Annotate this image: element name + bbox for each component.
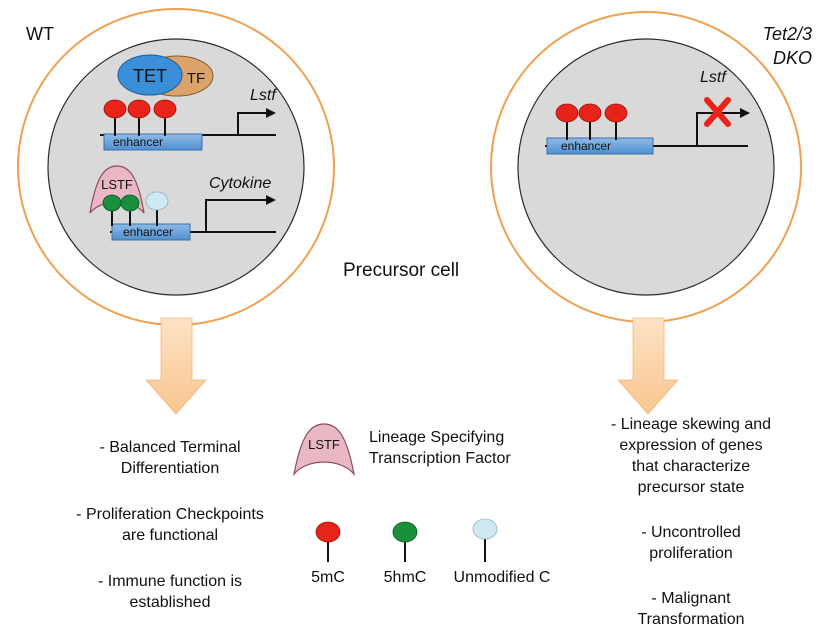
wt-outcome-3: - Immune function is established (97, 573, 243, 611)
dko-label-line2: DKO (773, 48, 812, 68)
lstf-factor-label: LSTF (101, 177, 133, 192)
precursor-cell-label: Precursor cell (343, 260, 459, 281)
wt-outcome-1: - Balanced Terminal Differentiation (99, 439, 241, 477)
wt-lstf-5mc-2 (127, 99, 151, 119)
wt-lstf-5mc-1 (103, 99, 127, 119)
dko-outcome-2: - Uncontrolled proliferation (641, 524, 741, 562)
wt-outcome-2: - Proliferation Checkpoints are function… (76, 506, 264, 544)
legend-5mc-label: 5mC (311, 569, 345, 586)
wt-cytokine-unmodified-c (145, 191, 169, 211)
legend-lstf-line2: Transcription Factor (369, 450, 511, 467)
legend-5hmc-label: 5hmC (384, 569, 427, 586)
x-mark-icon (704, 97, 731, 127)
wt-lstf-tss-arrow (237, 112, 266, 135)
dko-outcome-3: - Malignant Transformation (637, 590, 745, 628)
wt-label: WT (26, 24, 54, 44)
wt-lstf-enhancer-label: enhancer (113, 135, 163, 149)
wt-lstf-5mc-3 (153, 99, 177, 119)
dko-outcome-1: - Lineage skewing and expression of gene… (610, 416, 772, 496)
tet-label: TET (133, 66, 167, 86)
dko-lstf-5mc-2 (578, 103, 602, 123)
dko-nucleus (517, 38, 775, 296)
legend-unmodified-c-label: Unmodified C (454, 569, 551, 586)
legend-lstf-line1: Lineage Specifying (369, 429, 504, 446)
dko-lstf-5mc-3 (604, 103, 628, 123)
dko-lstf-tss-arrow (696, 112, 740, 146)
dko-lstf-enhancer (546, 137, 654, 155)
wt-lstf-enhancer (103, 133, 203, 151)
legend-lstf-badge: LSTF (308, 437, 340, 452)
wt-cytokine-enhancer-label: enhancer (123, 225, 173, 239)
tet-enzyme (117, 54, 183, 96)
dko-outcome-arrow (617, 317, 679, 415)
tf-label: TF (187, 70, 205, 87)
legend-lstf-icon (292, 423, 356, 477)
dko-label-line1: Tet2/3 (763, 24, 812, 44)
dko-lstf-gene-label: Lstf (700, 69, 727, 86)
legend-unmodified-c-dot (472, 518, 498, 540)
wt-cytokine-5hmc-1 (102, 194, 122, 212)
wt-lstf-gene-label: Lstf (250, 87, 277, 104)
dko-lstf-locus: enhancer Lstf (545, 69, 750, 155)
wt-cytokine-gene-label: Cytokine (209, 175, 271, 192)
dko-lstf-5mc-1 (555, 103, 579, 123)
legend-5hmc-dot (392, 521, 418, 543)
wt-outcome-arrow (145, 317, 207, 415)
wt-cytokine-locus: LSTF enhancer Cytokine (89, 165, 276, 241)
legend: LSTF Lineage Specifying Transcription Fa… (292, 423, 551, 586)
wt-cytokine-5hmc-2 (120, 194, 140, 212)
dko-cell (490, 11, 802, 323)
legend-5mc-dot (315, 521, 341, 543)
wt-cytokine-enhancer (111, 223, 191, 241)
wt-lstf-locus: TF TET enhancer Lstf (100, 54, 277, 151)
wt-cytokine-tss-arrow (205, 199, 266, 232)
dko-lstf-enhancer-label: enhancer (561, 139, 611, 153)
